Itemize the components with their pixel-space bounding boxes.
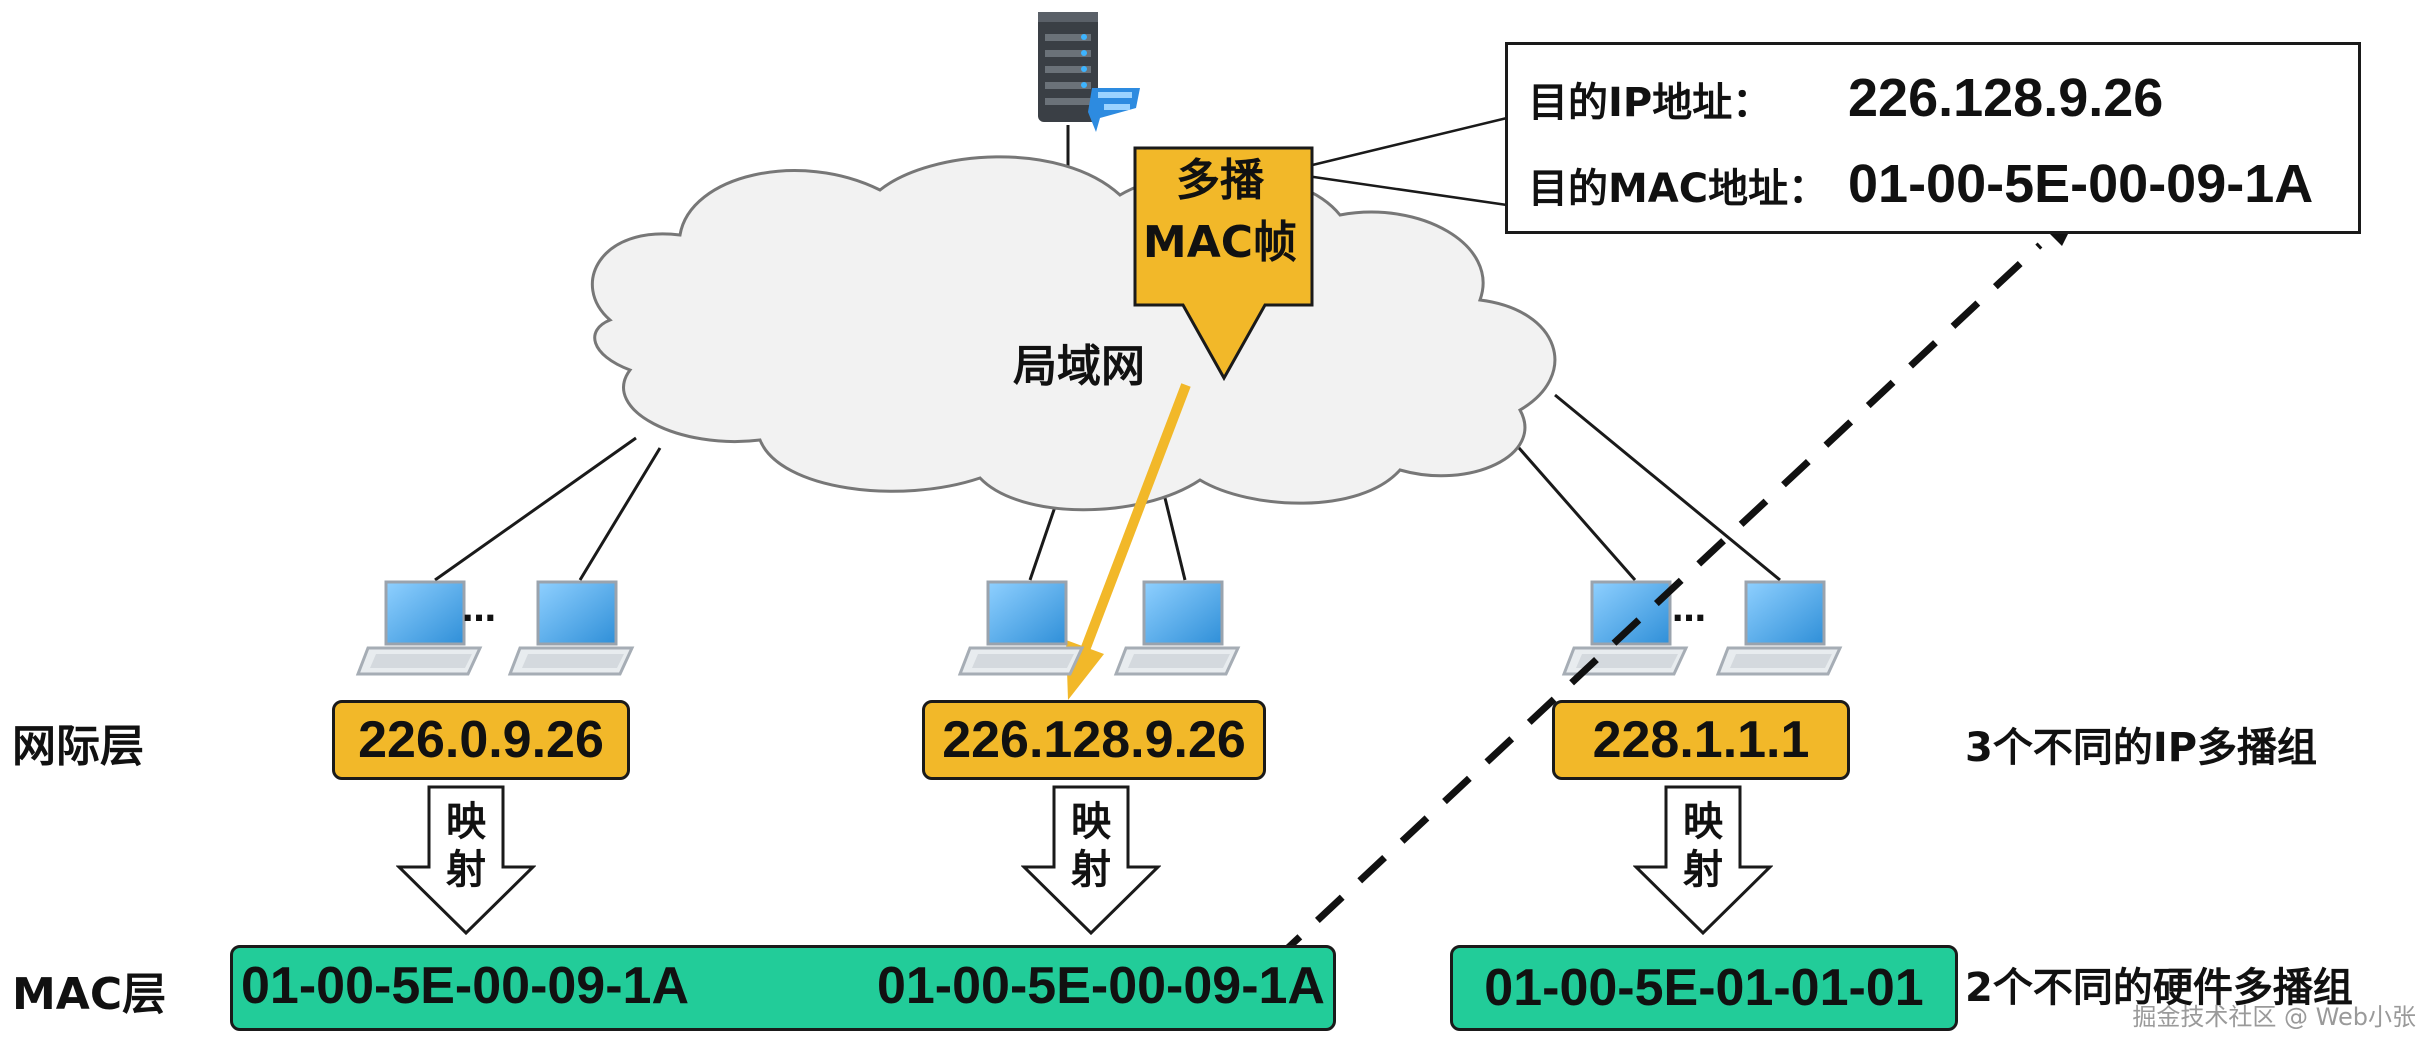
watermark: 掘金技术社区 @ Web小张 xyxy=(2132,1003,2416,1031)
dest-mac-row: 目的MAC地址： 01-00-5E-00-09-1A xyxy=(1528,153,2313,215)
mac-address: 01-00-5E-01-01-01 xyxy=(1484,959,1924,1017)
frame-line1: 多播 xyxy=(1176,155,1264,206)
mac-group-box: 01-00-5E-01-01-01 xyxy=(1450,945,1958,1031)
ip-groups-note: 3个不同的IP多播组 xyxy=(1965,725,2318,771)
server-icon xyxy=(1038,12,1140,132)
mac-groups-note: 2个不同的硬件多播组 xyxy=(1965,965,2353,1011)
ip-group-box: 228.1.1.1 xyxy=(1552,700,1850,780)
ellipsis: … xyxy=(462,590,496,630)
mac-address: 01-00-5E-00-09-1A xyxy=(241,957,690,1015)
callout-lines xyxy=(1299,116,1508,207)
laptop-icon xyxy=(958,580,1084,676)
lan-label: 局域网 xyxy=(1013,341,1145,392)
mapping-arrow: 映 射 xyxy=(396,785,536,935)
destination-info-box: 目的IP地址： 226.128.9.26 目的MAC地址： 01-00-5E-00-… xyxy=(1505,42,2361,234)
laptop-icon xyxy=(1716,580,1842,676)
lan-cloud xyxy=(591,155,1557,512)
mapping-char-1: 映 xyxy=(1071,799,1111,845)
mapping-arrow: 映 射 xyxy=(1633,785,1773,935)
network-layer-label: 网际层 xyxy=(12,721,144,772)
dest-ip-row: 目的IP地址： 226.128.9.26 xyxy=(1528,67,2163,129)
multicast-frame-label: 多播 MAC帧 xyxy=(1135,150,1305,274)
ip-group-box: 226.128.9.26 xyxy=(922,700,1266,780)
dest-ip-label: 目的IP地址： xyxy=(1528,80,1773,126)
laptop-icon xyxy=(508,580,634,676)
mac-layer-label: MAC层 xyxy=(12,969,167,1020)
frame-down-arrow xyxy=(1133,146,1314,382)
mapping-char-1: 映 xyxy=(1683,799,1723,845)
frame-line2: MAC帧 xyxy=(1142,217,1298,268)
dest-mac-label: 目的MAC地址： xyxy=(1528,166,1829,212)
mac-address: 01-00-5E-00-09-1A xyxy=(876,957,1325,1015)
mapping-arrow: 映 射 xyxy=(1021,785,1161,935)
ellipsis: … xyxy=(1672,590,1706,630)
mapping-char-2: 射 xyxy=(1683,847,1723,893)
dest-mac-value: 01-00-5E-00-09-1A xyxy=(1848,154,2314,214)
mapping-char-2: 射 xyxy=(446,847,486,893)
dest-ip-value: 226.128.9.26 xyxy=(1848,68,2164,128)
mapping-char-1: 映 xyxy=(446,799,486,845)
laptop-icon xyxy=(1114,580,1240,676)
mac-group-box-shared: 01-00-5E-00-09-1A 01-00-5E-00-09-1A xyxy=(230,945,1336,1031)
mapping-char-2: 射 xyxy=(1071,847,1111,893)
ip-group-box: 226.0.9.26 xyxy=(332,700,630,780)
